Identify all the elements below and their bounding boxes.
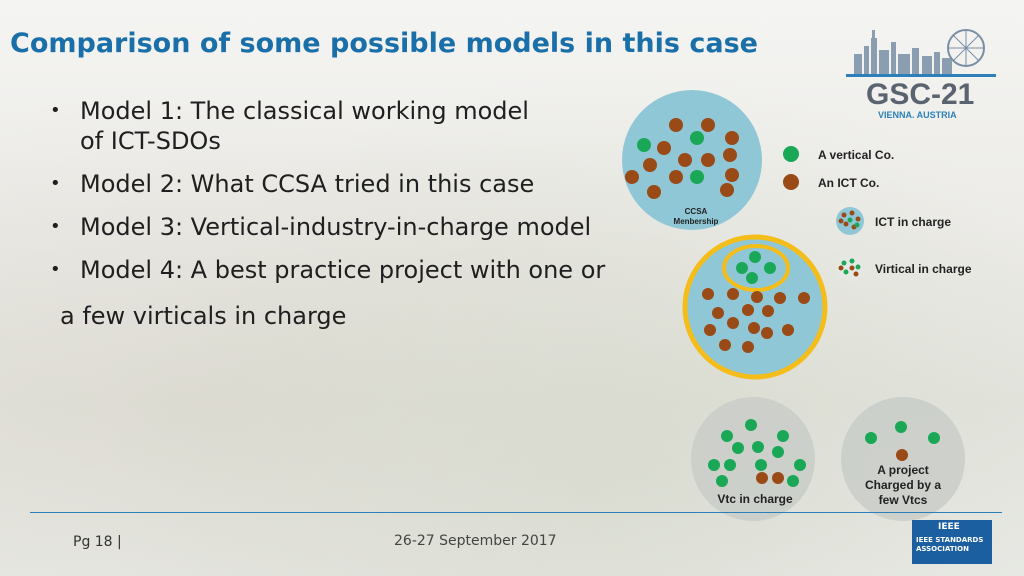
footer-date: 26-27 September 2017: [394, 533, 557, 549]
model-4-text: Model 4: A best practice project with on…: [80, 256, 606, 284]
project-label-1: A project: [877, 463, 929, 477]
legend-ict-in-charge-label: ICT in charge: [875, 215, 951, 229]
page-number: Pg 18 |: [73, 534, 122, 550]
project-label-3: few Vtcs: [879, 493, 928, 507]
legend-vertical-in-charge-label: Virtical in charge: [875, 262, 972, 276]
model-1-line1: Model 1: The classical working model: [80, 97, 529, 125]
list-item: • Model 2: What CCSA tried in this case: [50, 169, 670, 199]
bullet-dot-icon: •: [50, 173, 61, 194]
bullet-dot-icon: •: [50, 259, 61, 280]
footer-divider: [30, 512, 1002, 513]
list-item: • Model 4: A best practice project with o…: [50, 255, 670, 285]
model-4-continuation: a few virticals in charge: [60, 302, 347, 330]
ieee-brand: IEEE: [938, 522, 960, 532]
model-2-text: Model 2: What CCSA tried in this case: [80, 170, 535, 198]
legend-vertical-marker: [783, 146, 799, 162]
bullet-dot-icon: •: [50, 100, 61, 121]
membership-label-1: CCSA: [685, 207, 708, 216]
membership-members: [625, 118, 739, 199]
page-title: Comparison of some possible models in th…: [10, 28, 758, 59]
vtc-in-charge-label: Vtc in charge: [717, 492, 793, 506]
bullet-dot-icon: •: [50, 216, 61, 237]
legend-vertical-label: A vertical Co.: [818, 148, 894, 162]
membership-label-2: Menbership: [674, 217, 719, 226]
legend-ict-marker: [783, 174, 799, 190]
vtc-in-charge-circle: [691, 397, 815, 521]
model-1-line2: of ICT-SDOs: [80, 127, 221, 155]
model-3-text: Model 3: Vertical-industry-in-charge mod…: [80, 213, 592, 241]
ieee-line1: IEEE STANDARDS: [916, 536, 984, 544]
project-label-2: Charged by a: [865, 478, 941, 492]
vertical-group-ring: [722, 244, 790, 292]
ieee-line2: ASSOCIATION: [916, 545, 969, 553]
legend-ict-label: An ICT Co.: [818, 176, 879, 190]
gsc21-logo: GSC-21 VIENNA, AUSTRIA: [846, 29, 996, 118]
logo-name: GSC-21: [866, 78, 974, 111]
logo-location: VIENNA, AUSTRIA: [878, 110, 957, 118]
list-item: • Model 3: Vertical-industry-in-charge mo…: [50, 212, 670, 242]
